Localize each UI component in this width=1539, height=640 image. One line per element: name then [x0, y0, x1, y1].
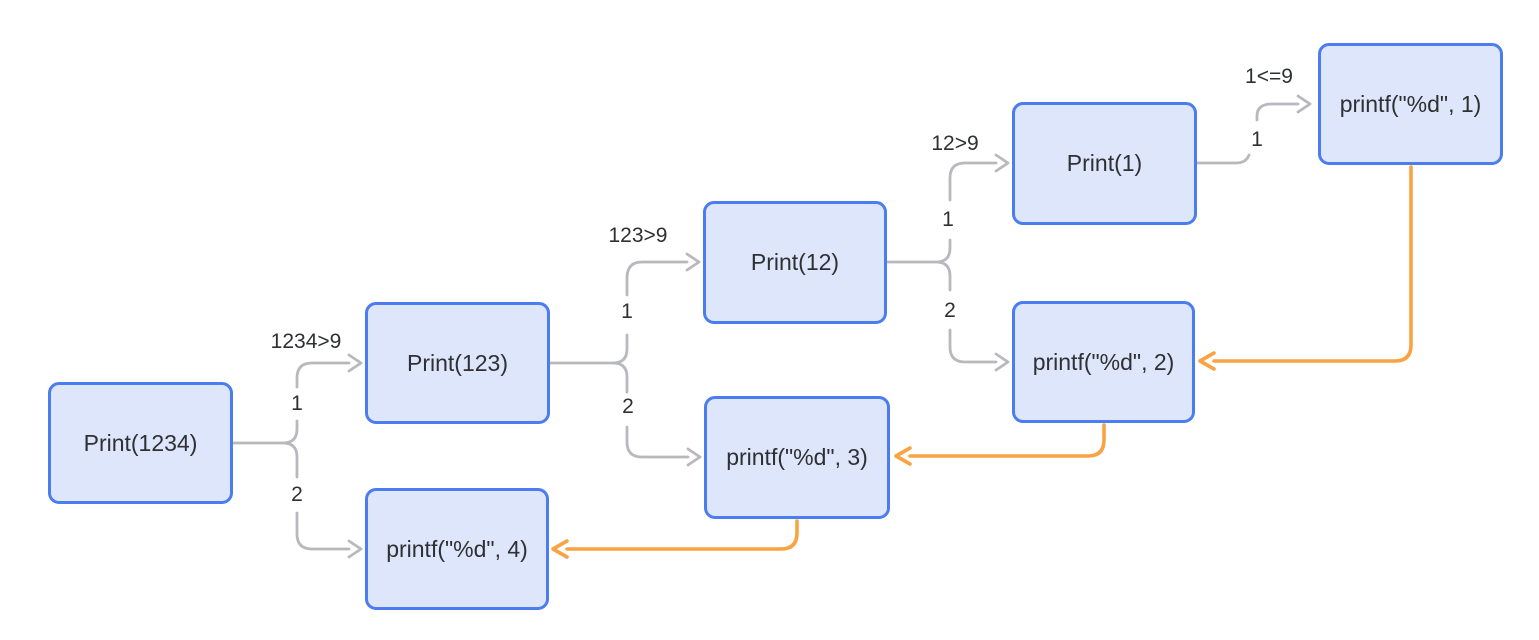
node-label: printf("%d", 1) — [1339, 90, 1482, 117]
label-branch-1-of-print123: 1 — [621, 300, 633, 323]
label-condition-1234-gt-9: 1234>9 — [270, 330, 342, 353]
node-printf-2: printf("%d", 2) — [1012, 301, 1195, 423]
label-branch-2-of-print1234: 2 — [291, 483, 303, 506]
label-branch-1-of-print12: 1 — [942, 208, 954, 231]
edge-print1-to-printf1 — [1195, 94, 1312, 165]
node-print-12: Print(12) — [703, 201, 887, 324]
edge-print12-fork — [885, 153, 1010, 372]
node-printf-1: printf("%d", 1) — [1318, 43, 1503, 165]
node-label: printf("%d", 2) — [1032, 348, 1175, 375]
label-condition-12-gt-9: 12>9 — [931, 132, 979, 155]
label-branch-2-of-print12: 2 — [944, 299, 956, 322]
node-label: printf("%d", 3) — [726, 444, 868, 470]
label-branch-1-of-print1: 1 — [1251, 128, 1263, 151]
node-label: Print(12) — [750, 249, 840, 275]
node-print-1234: Print(1234) — [48, 382, 233, 504]
edge-print1234-fork — [231, 353, 363, 559]
node-print-1: Print(1) — [1012, 102, 1197, 225]
label-branch-2-of-print123: 2 — [622, 395, 634, 418]
node-label: Print(123) — [407, 349, 508, 376]
node-label: Print(1) — [1066, 150, 1143, 176]
node-label: printf("%d", 4) — [386, 535, 528, 562]
return-printf3-to-printf4 — [551, 519, 799, 559]
node-printf-3: printf("%d", 3) — [704, 396, 890, 519]
return-printf2-to-printf3 — [894, 423, 1106, 466]
edge-print123-fork — [548, 252, 702, 467]
label-branch-1-of-print1234: 1 — [291, 392, 303, 415]
label-condition-123-gt-9: 123>9 — [608, 224, 668, 247]
label-condition-1-le-9: 1<=9 — [1245, 65, 1293, 88]
return-printf1-to-printf2 — [1198, 165, 1413, 371]
node-label: Print(1234) — [83, 429, 198, 456]
node-printf-4: printf("%d", 4) — [365, 488, 549, 610]
node-print-123: Print(123) — [365, 302, 550, 424]
